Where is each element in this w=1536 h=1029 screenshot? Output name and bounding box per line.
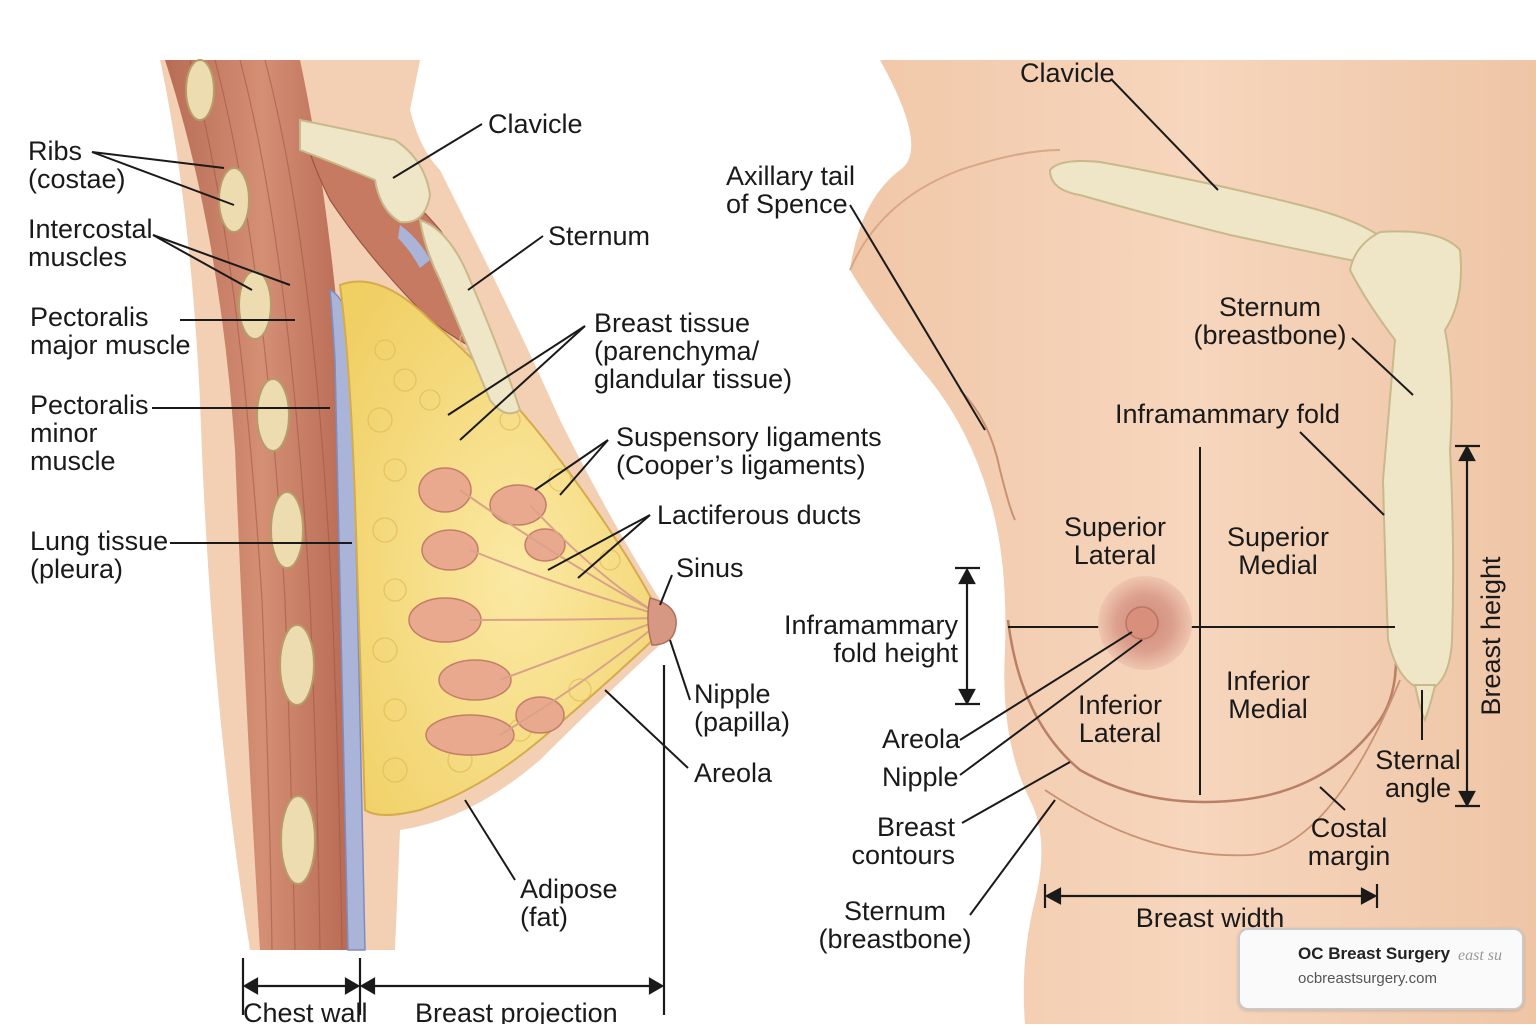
ducts (459, 489, 661, 736)
label-chest-wall: Chest wall (243, 998, 368, 1024)
rib (280, 795, 316, 885)
glandular-lobules (408, 467, 566, 756)
label-clavicle-right: Clavicle (1020, 58, 1115, 88)
vessel (398, 225, 430, 268)
label-breast-tissue: Breast tissue(parenchyma/glandular tissu… (594, 308, 792, 394)
costal-margin-line (1044, 679, 1401, 857)
shoulder-outline (849, 149, 1061, 271)
rib (279, 624, 315, 706)
xiphoid (1413, 684, 1437, 723)
sagittal-section (160, 59, 677, 951)
axilla-crease (959, 389, 1016, 521)
rib (185, 59, 215, 121)
label-breast-projection: Breast projection (415, 998, 618, 1024)
left-dimension-lines (241, 665, 666, 1015)
label-areola-right: Areola (882, 724, 961, 754)
watermark-title: OC Breast Surgery (1298, 944, 1451, 963)
label-sternum-left: Sternum (548, 221, 650, 251)
label-sternum-bottom: Sternum(breastbone) (818, 896, 971, 954)
lobule (425, 714, 515, 756)
label-clavicle-left: Clavicle (488, 109, 583, 139)
label-inframammary-fold: Inframammary fold (1115, 399, 1340, 429)
rib (256, 378, 290, 452)
lobule (418, 467, 472, 513)
rib (238, 270, 272, 340)
label-sternum-top: Sternum(breastbone) (1193, 292, 1346, 350)
left-leader-lines (91, 123, 691, 881)
watermark-logo: east su (1458, 947, 1502, 964)
label-adipose: Adipose(fat) (520, 874, 618, 932)
lobule (438, 659, 512, 701)
label-areola-left: Areola (694, 758, 773, 788)
label-lactiferous-ducts: Lactiferous ducts (657, 500, 861, 530)
rib (218, 167, 250, 233)
right-leader-lines (849, 79, 1423, 916)
frontal-view (849, 60, 1536, 1024)
nipple-shape-right (1125, 606, 1159, 640)
nipple-shape (647, 597, 677, 646)
clavicle-bone (299, 118, 432, 224)
chest-wall-band (165, 60, 360, 950)
right-dimension-lines (955, 444, 1480, 908)
label-suspensory-ligaments: Suspensory ligaments(Cooper’s ligaments) (616, 422, 882, 480)
lobule (421, 529, 479, 571)
label-nipple-left: Nipple(papilla) (694, 679, 790, 737)
torso (850, 60, 1536, 1024)
label-lung: Lung tissue(pleura) (30, 526, 168, 584)
watermark-badge: OC Breast Surgery ocbreastsurgery.com ea… (1238, 928, 1524, 1010)
sternum-bone-left (418, 218, 522, 415)
label-sinus: Sinus (676, 553, 744, 583)
watermark-url: ocbreastsurgery.com (1298, 970, 1437, 987)
label-breast-height: Breast height (1476, 556, 1506, 716)
rib (270, 491, 304, 569)
label-nipple-right: Nipple (882, 762, 959, 792)
label-ribs: Ribs(costae) (28, 136, 126, 194)
lobule (515, 696, 565, 734)
lobule (489, 484, 547, 526)
breast-outline (1006, 619, 1398, 804)
